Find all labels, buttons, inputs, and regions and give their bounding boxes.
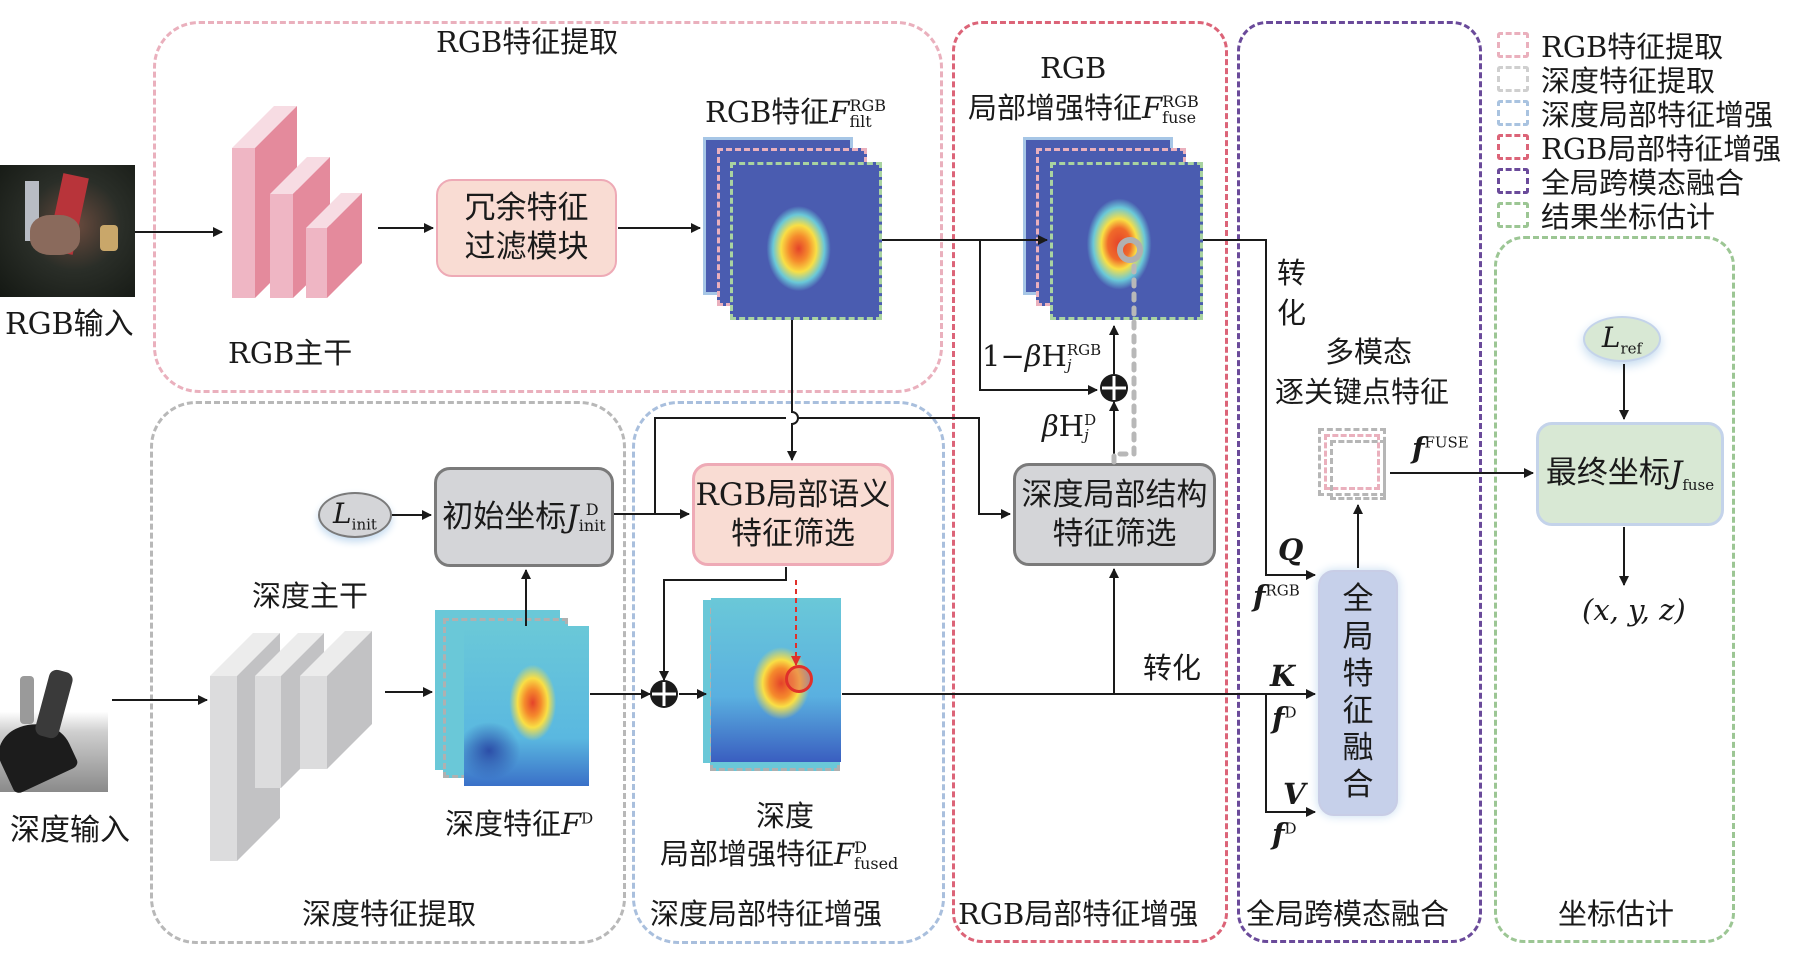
legend-swatch — [1497, 32, 1529, 58]
transform-label-horizontal: 转化 — [1143, 651, 1202, 685]
k-label: K — [1270, 659, 1296, 693]
region-label-depth-feature-extraction: 深度特征提取 — [302, 897, 477, 931]
f-d-label-k: fD — [1272, 701, 1297, 735]
multimodal-label-line1: 多模态 — [1325, 335, 1413, 369]
legend-label: 深度局部特征增强 — [1541, 98, 1774, 132]
final-coordinate-module[interactable]: 最终坐标Jfuse — [1536, 422, 1724, 526]
legend-item: 结果坐标估计 — [1497, 194, 1715, 236]
depth-local-structure-filter-module[interactable]: 深度局部结构特征筛选 — [1013, 463, 1216, 566]
module-text: RGB局部语义特征筛选 — [695, 476, 891, 552]
legend-swatch — [1497, 66, 1529, 92]
depth-backbone-label: 深度主干 — [252, 579, 369, 613]
region-depth-feature-extraction — [150, 401, 626, 944]
legend-label: 结果坐标估计 — [1541, 200, 1716, 234]
legend-label: RGB局部特征增强 — [1541, 132, 1782, 166]
legend-swatch — [1497, 202, 1529, 228]
v-label: V — [1283, 777, 1306, 811]
feature-square — [1324, 434, 1380, 490]
rgb-local-semantic-filter-module[interactable]: RGB局部语义特征筛选 — [692, 463, 894, 566]
f-rgb-label: fRGB — [1253, 579, 1300, 613]
output-coordinates: (x, y, z) — [1582, 593, 1686, 627]
feature-map-layer — [730, 162, 882, 320]
legend-label: 深度特征提取 — [1541, 64, 1716, 98]
l-ref-text: Lref — [1601, 320, 1643, 358]
depth-input-image — [0, 658, 108, 795]
legend-label: RGB特征提取 — [1541, 30, 1724, 64]
region-label-rgb-feature-extraction: RGB特征提取 — [436, 25, 619, 59]
region-label-coordinate-estimation: 坐标估计 — [1558, 897, 1675, 931]
feature-map-layer — [464, 626, 589, 786]
legend-item: 深度特征提取 — [1497, 58, 1715, 100]
depth-input-object — [20, 676, 34, 724]
legend-swatch — [1497, 134, 1529, 160]
region-rgb-feature-extraction — [153, 21, 943, 393]
redundant-feature-filter-module[interactable]: 冗余特征过滤模块 — [436, 179, 617, 277]
legend-swatch — [1497, 168, 1529, 194]
depth-fused-label-line1: 深度 — [756, 799, 815, 833]
region-depth-local-enhance — [632, 401, 945, 944]
depth-feature-label: 深度特征FD — [445, 807, 594, 841]
depth-input-label: 深度输入 — [10, 813, 130, 848]
rgb-fuse-feature-label-line1: RGB — [1040, 51, 1107, 85]
f-fuse-label: fFUSE — [1412, 431, 1469, 465]
q-label: Q — [1278, 533, 1304, 567]
module-text: 深度局部结构特征筛选 — [1021, 476, 1208, 552]
legend-item: RGB局部特征增强 — [1497, 126, 1781, 168]
region-label-rgb-local-enhance: RGB局部特征增强 — [958, 897, 1199, 931]
l-ref-ellipse[interactable]: Lref — [1583, 316, 1661, 362]
keypoint-marker-icon — [785, 665, 813, 693]
rgb-input-hand — [30, 215, 80, 255]
region-label-global-cross-modal-fusion: 全局跨模态融合 — [1246, 897, 1450, 931]
l-init-text: Linit — [333, 496, 377, 534]
legend-item: 全局跨模态融合 — [1497, 160, 1744, 202]
legend-item: RGB特征提取 — [1497, 24, 1723, 66]
global-feature-fusion-module[interactable]: 全局特征融合 — [1318, 570, 1398, 816]
module-text: 最终坐标Jfuse — [1545, 454, 1715, 494]
rgb-input-object — [100, 225, 118, 251]
multimodal-label-line2: 逐关键点特征 — [1275, 375, 1450, 409]
module-text: 冗余特征过滤模块 — [464, 190, 589, 265]
legend-item: 深度局部特征增强 — [1497, 92, 1773, 134]
legend-label: 全局跨模态融合 — [1541, 166, 1745, 200]
rgb-input-image — [0, 165, 135, 297]
module-text: 全局特征融合 — [1342, 581, 1374, 804]
region-label-depth-local-enhance: 深度局部特征增强 — [650, 897, 883, 931]
depth-input-object — [33, 668, 75, 740]
rgb-input-label: RGB输入 — [5, 307, 134, 342]
l-init-ellipse[interactable]: Linit — [318, 492, 392, 538]
rgb-backbone-label: RGB主干 — [228, 336, 353, 370]
transform-label-vertical-2: 化 — [1277, 296, 1307, 330]
transform-label-vertical-1: 转 — [1277, 256, 1307, 290]
keypoint-marker-icon — [1117, 237, 1143, 263]
legend-swatch — [1497, 100, 1529, 126]
f-d-label-v: fD — [1272, 817, 1297, 851]
feature-square — [1330, 440, 1386, 500]
region-coordinate-estimation — [1494, 236, 1735, 943]
feature-map-layer — [711, 598, 841, 762]
